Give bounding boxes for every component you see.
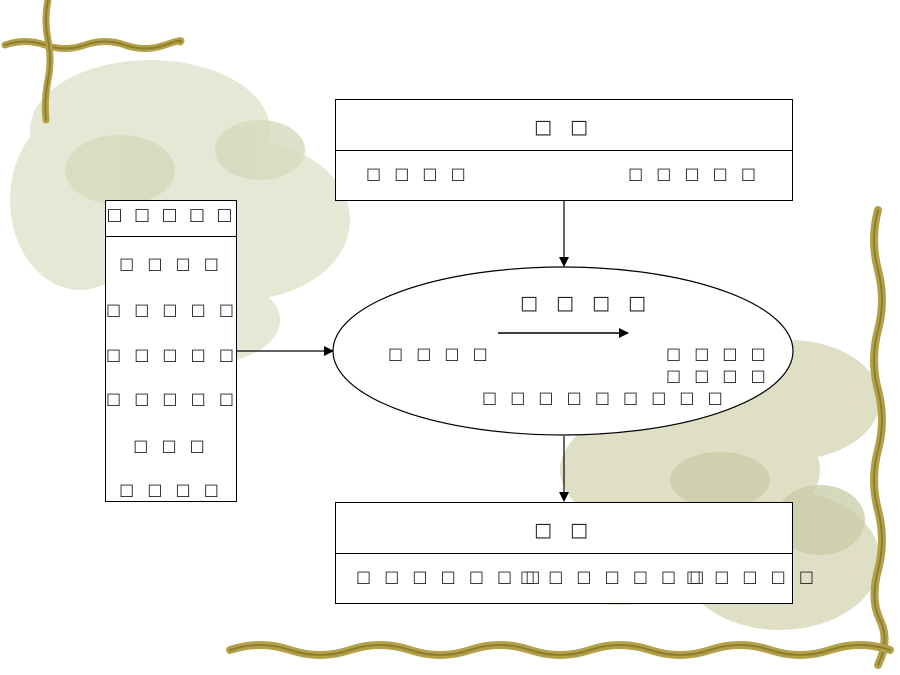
bottom-box-divider bbox=[336, 553, 792, 554]
top-box-left-text: □ □ □ □ bbox=[366, 164, 470, 183]
ellipse-bottom-text: □ □ □ □ □ □ □ □ □ bbox=[482, 388, 727, 407]
vine-top-left bbox=[1, 0, 185, 124]
bottom-box-item: □ □ □ □ □ bbox=[686, 567, 818, 586]
ellipse-left-text: □ □ □ □ bbox=[388, 344, 492, 363]
vine-bottom bbox=[226, 641, 894, 659]
top-box-title: □ □ bbox=[534, 116, 594, 138]
left-box-title: □ □ □ □ □ bbox=[106, 205, 236, 225]
top-box-right-text: □ □ □ □ □ bbox=[628, 164, 760, 183]
ellipse-title: □ □ □ □ bbox=[520, 292, 652, 314]
left-box-item: □ □ □ □ □ bbox=[106, 389, 238, 408]
bottom-box-title: □ □ bbox=[534, 519, 594, 541]
top-box-divider bbox=[336, 150, 792, 151]
bottom-box: □ □ □ □ □ □ □ □ □ □ □ □ □ □ □ □ □ □ □ □ … bbox=[335, 502, 814, 604]
bottom-box-item: □ □ □ □ □ □ □ bbox=[520, 567, 709, 586]
bottom-box-item: □ □ □ □ □ □ □ bbox=[356, 567, 545, 586]
leaf-wash-top-left-detail bbox=[65, 120, 305, 205]
left-box-item: □ □ □ □ bbox=[119, 480, 223, 499]
left-box-item: □ □ □ bbox=[133, 436, 209, 455]
top-box: □ □ □ □ □ □ □ □ □ □ □ bbox=[335, 99, 793, 201]
left-box: □ □ □ □ □ □ □ □ □ □ □ □ □ □ □ □ □ □ □ □ … bbox=[105, 200, 237, 502]
ellipse-right-text-2: □ □ □ □ bbox=[666, 366, 770, 385]
left-box-item: □ □ □ □ □ bbox=[106, 345, 238, 364]
left-box-divider bbox=[106, 236, 236, 237]
left-box-item: □ □ □ □ bbox=[119, 254, 223, 273]
ellipse-right-text-1: □ □ □ □ bbox=[666, 344, 770, 363]
leaf-wash-bottom-right-detail bbox=[670, 452, 865, 555]
left-box-item: □ □ □ □ □ bbox=[106, 300, 238, 319]
vine-right bbox=[870, 206, 889, 669]
